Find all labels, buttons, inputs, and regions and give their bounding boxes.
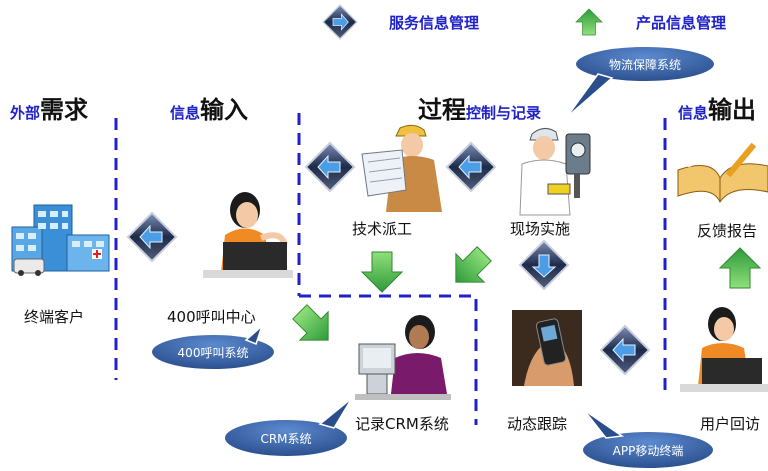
header-process: 过程控制与记录 (418, 90, 541, 125)
engineer-icon (361, 124, 442, 212)
header-output: 信息输出 (678, 90, 756, 125)
bubble-call-system (150, 323, 276, 371)
node-tracking: 动态跟踪 (507, 415, 568, 433)
diamond-arrow-icon-2 (304, 141, 356, 193)
legend-green-up-arrow-icon (575, 8, 603, 36)
legend-diamond-icon (322, 4, 358, 40)
bubble-logistics (565, 45, 716, 119)
header-input: 信息输入 (170, 90, 248, 125)
diamond-arrow-icon-3 (445, 141, 497, 193)
bubble-crm-system-label: CRM系统 (260, 432, 312, 446)
node-callcenter: 400呼叫中心 (167, 308, 256, 326)
legend-service-label: 服务信息管理 (389, 14, 480, 32)
crm-operator-icon (355, 315, 451, 400)
node-report: 反馈报告 (697, 222, 758, 240)
diamond-arrow-icon-5 (599, 324, 651, 376)
green-arrow-diag-icon-2 (285, 297, 343, 355)
header-external-big: 需求 (40, 96, 89, 124)
diamond-arrow-icon-1 (126, 211, 178, 263)
header-output-big: 输出 (708, 96, 757, 124)
node-revisit: 用户回访 (700, 415, 761, 433)
node-dispatch: 技术派工 (352, 220, 413, 238)
bubble-crm-system (223, 397, 353, 458)
header-external-small: 外部 (10, 104, 41, 122)
node-crm: 记录CRM系统 (355, 415, 449, 433)
header-input-small: 信息 (170, 104, 201, 122)
bubble-call-system-label: 400呼叫系统 (177, 346, 249, 360)
revisit-operator-icon (680, 307, 768, 392)
header-input-big: 输入 (200, 96, 249, 124)
dashed-separators (114, 113, 667, 425)
technician-icon (519, 128, 591, 216)
bubble-app-label: APP移动终端 (612, 444, 684, 458)
green-arrow-up-icon (719, 247, 761, 289)
operator-icon (203, 192, 293, 278)
legend-product-label: 产品信息管理 (636, 14, 727, 32)
building-icon (11, 204, 110, 276)
bubble-app (581, 409, 715, 470)
book-icon (677, 142, 768, 204)
diamond-arrow-icon-4 (518, 239, 570, 291)
green-arrow-diag-icon-1 (441, 239, 499, 297)
node-customer: 终端客户 (24, 308, 85, 326)
bubble-logistics-label: 物流保障系统 (608, 58, 681, 72)
header-external: 外部需求 (10, 90, 88, 125)
header-process-small: 控制与记录 (466, 104, 542, 122)
green-arrow-down-icon (361, 251, 403, 293)
node-onsite: 现场实施 (510, 220, 571, 238)
phone-hand-icon (512, 310, 582, 386)
header-output-small: 信息 (678, 104, 709, 122)
header-process-big: 过程 (418, 96, 466, 124)
